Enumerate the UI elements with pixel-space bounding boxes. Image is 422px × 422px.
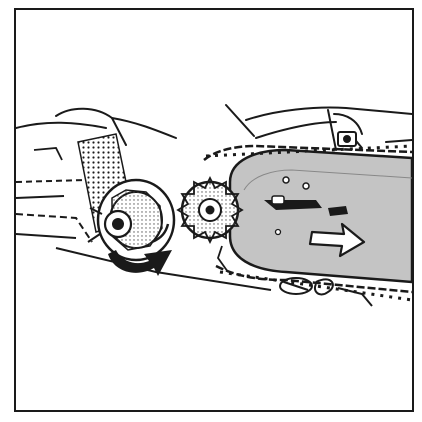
chainsaw-diagram — [16, 104, 412, 307]
direction-arrow-icon — [308, 222, 366, 258]
guide-bar — [228, 148, 412, 284]
cover-latch — [337, 131, 357, 147]
chain-tensioner-screw — [279, 277, 373, 307]
rotation-arrow-icon — [108, 223, 172, 276]
saw-housing-cover — [16, 104, 412, 151]
chain-sprocket — [176, 175, 244, 273]
illustration-frame — [14, 8, 414, 412]
